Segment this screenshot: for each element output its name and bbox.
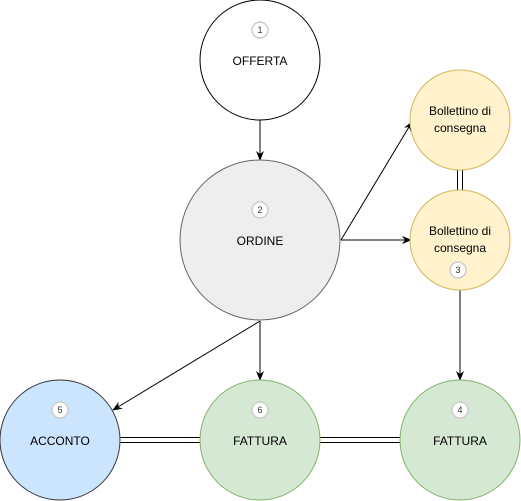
ordine-badge-number: 2 (257, 205, 262, 215)
bollettino-bottom-label-line1: Bollettino di (429, 224, 491, 238)
edge-ordine-to-acconto (112, 320, 261, 411)
node-fattura-right[interactable]: 4 FATTURA (399, 379, 521, 501)
offerta-badge (251, 21, 269, 39)
node-bollettino-top[interactable]: Bollettino di consegna (409, 69, 511, 171)
acconto-badge-number: 5 (57, 405, 62, 415)
node-bollettino-bottom[interactable]: Bollettino di consegna 3 (409, 189, 511, 291)
offerta-badge-number: 1 (257, 25, 262, 35)
ordine-label: ORDINE (237, 234, 284, 248)
fattura-right-circle (399, 379, 521, 501)
ordine-circle (179, 159, 341, 321)
bollettino-top-label-line2: consegna (434, 121, 486, 135)
node-offerta[interactable]: 1 OFFERTA (199, 0, 321, 121)
bollettino-bottom-badge (449, 261, 467, 279)
node-fattura-middle[interactable]: 6 FATTURA (199, 379, 321, 501)
ordine-badge (251, 201, 269, 219)
link-acconto-fattura-middle (120, 437, 200, 443)
node-acconto[interactable]: 5 ACCONTO (0, 379, 121, 501)
acconto-label: ACCONTO (30, 434, 90, 448)
acconto-circle (0, 379, 121, 501)
fattura-middle-label: FATTURA (233, 434, 287, 448)
edges (112, 120, 464, 443)
node-ordine[interactable]: 2 ORDINE (179, 159, 341, 321)
bollettino-bottom-badge-number: 3 (455, 265, 460, 275)
fattura-right-label: FATTURA (433, 434, 487, 448)
bollettino-bottom-circle (409, 189, 511, 291)
bollettino-top-circle (409, 69, 511, 171)
offerta-circle (199, 0, 321, 121)
offerta-label: OFFERTA (233, 54, 288, 68)
bollettino-top-label-line1: Bollettino di (429, 104, 491, 118)
fattura-middle-circle (199, 379, 321, 501)
fattura-middle-badge-number: 6 (257, 405, 262, 415)
fattura-right-badge-number: 4 (457, 405, 462, 415)
link-bollettino-top-bottom (457, 170, 463, 190)
fattura-right-badge (451, 401, 469, 419)
fattura-middle-badge (251, 401, 269, 419)
edge-ordine-to-bollettino-top (340, 121, 413, 241)
link-fattura-middle-fattura-right (320, 437, 400, 443)
bollettino-bottom-label-line2: consegna (434, 241, 486, 255)
acconto-badge (51, 401, 69, 419)
